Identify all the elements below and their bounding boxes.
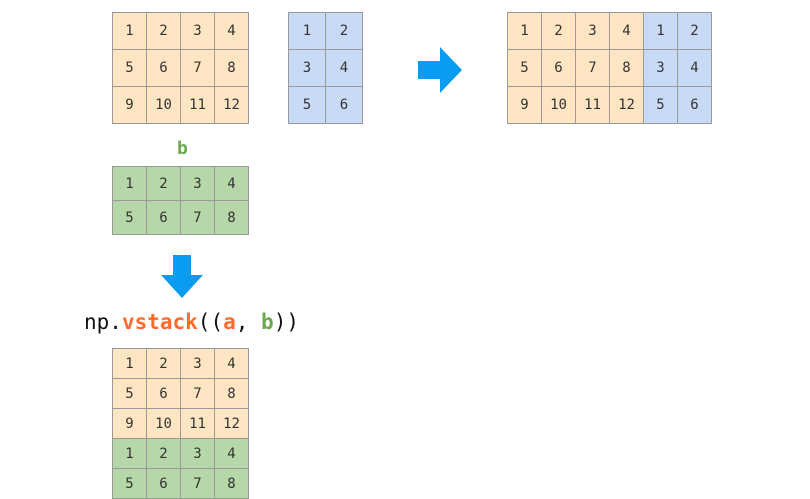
matrix-cell: 2 — [147, 13, 181, 50]
matrix-cell: 10 — [542, 87, 576, 124]
matrix-cell: 8 — [215, 379, 249, 409]
matrix-cell: 7 — [181, 50, 215, 87]
matrix-cell: 4 — [215, 13, 249, 50]
matrix-cell: 8 — [215, 201, 249, 235]
matrix-cell: 4 — [215, 167, 249, 201]
matrix-cell: 5 — [113, 201, 147, 235]
matrix-cell: 3 — [644, 50, 678, 87]
matrix-cell: 3 — [181, 349, 215, 379]
matrix-cell: 3 — [289, 50, 326, 87]
matrix-cell: 1 — [113, 439, 147, 469]
matrix-cell: 1 — [113, 167, 147, 201]
matrix-cell: 6 — [147, 201, 181, 235]
matrix-cell: 1 — [289, 13, 326, 50]
matrix-cell: 6 — [147, 379, 181, 409]
matrix-cell: 7 — [181, 201, 215, 235]
matrix-cell: 5 — [644, 87, 678, 124]
matrix-cell: 8 — [610, 50, 644, 87]
matrix-cell: 12 — [215, 409, 249, 439]
matrix-cell: 8 — [215, 50, 249, 87]
code-b: b — [261, 310, 274, 334]
matrix-cell: 2 — [678, 13, 712, 50]
matrix-cell: 12 — [215, 87, 249, 124]
matrix-cell: 10 — [147, 87, 181, 124]
matrix-cell: 7 — [181, 469, 215, 499]
matrix-cell: 1 — [644, 13, 678, 50]
matrix-cell: 1 — [113, 13, 147, 50]
matrix-cell: 2 — [326, 13, 363, 50]
matrix-cell: 10 — [147, 409, 181, 439]
matrix-cell: 3 — [576, 13, 610, 50]
matrix-cell: 6 — [147, 50, 181, 87]
matrix-cell: 4 — [215, 439, 249, 469]
matrix-cell: 2 — [542, 13, 576, 50]
matrix-cell: 6 — [326, 87, 363, 124]
matrix-cell: 5 — [113, 50, 147, 87]
code-prefix: np. — [84, 310, 122, 334]
vstack-expression: np.vstack((a, b)) — [84, 310, 299, 334]
code-a: a — [223, 310, 236, 334]
matrix-cell: 1 — [113, 349, 147, 379]
arrow-right-icon — [418, 47, 462, 93]
matrix-cell: 2 — [147, 349, 181, 379]
matrix-cell: 9 — [508, 87, 542, 124]
matrix-cell: 11 — [181, 409, 215, 439]
matrix-cell: 5 — [113, 469, 147, 499]
code-close: )) — [273, 310, 299, 334]
matrix-cell: 4 — [326, 50, 363, 87]
matrix-cell: 6 — [542, 50, 576, 87]
matrix-cell: 2 — [147, 439, 181, 469]
code-open: (( — [197, 310, 224, 334]
matrix-cell: 5 — [113, 379, 147, 409]
matrix-cell: 4 — [215, 349, 249, 379]
matrix-cell: 7 — [576, 50, 610, 87]
matrix-cell: 3 — [181, 167, 215, 201]
matrix-cell: 4 — [678, 50, 712, 87]
code-sep: , — [235, 310, 262, 334]
code-func: vstack — [121, 310, 198, 334]
matrix-cell: 9 — [113, 87, 147, 124]
matrix-cell: 4 — [610, 13, 644, 50]
matrix-cell: 5 — [289, 87, 326, 124]
matrix-cell: 5 — [508, 50, 542, 87]
matrix-cell: 8 — [215, 469, 249, 499]
matrix-b-label: b — [177, 138, 188, 159]
matrix-cell: 3 — [181, 439, 215, 469]
matrix-cell: 11 — [576, 87, 610, 124]
matrix-cell: 3 — [181, 13, 215, 50]
matrix-cell: 6 — [678, 87, 712, 124]
matrix-cell: 6 — [147, 469, 181, 499]
matrix-cell: 9 — [113, 409, 147, 439]
matrix-cell: 12 — [610, 87, 644, 124]
matrix-cell: 2 — [147, 167, 181, 201]
matrix-cell: 1 — [508, 13, 542, 50]
arrow-down-icon — [161, 255, 203, 298]
matrix-cell: 11 — [181, 87, 215, 124]
matrix-cell: 7 — [181, 379, 215, 409]
